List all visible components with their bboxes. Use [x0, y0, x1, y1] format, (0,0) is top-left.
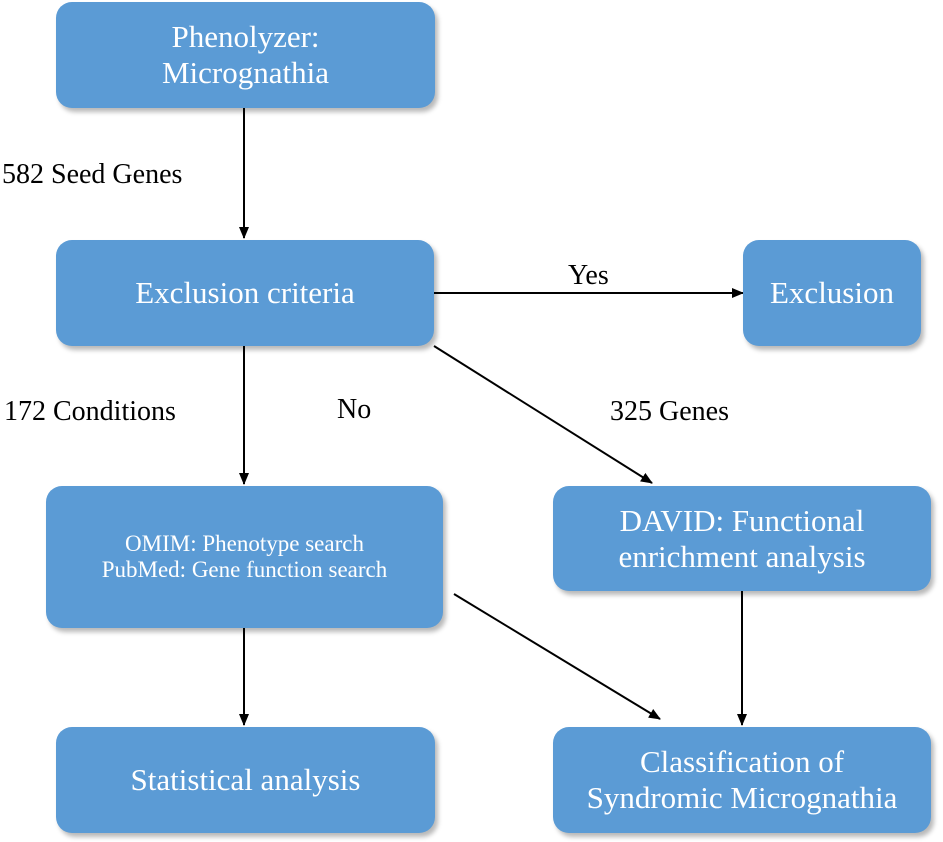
- label-seed-genes: 582 Seed Genes: [2, 159, 183, 190]
- label-conditions: 172 Conditions: [4, 396, 176, 427]
- node-phenolyzer: Phenolyzer: Micrognathia: [56, 2, 435, 108]
- arrow-exclusion-criteria-to-david: [433, 345, 653, 484]
- node-phenolyzer-line-1: Phenolyzer:: [171, 19, 320, 55]
- node-omim-pubmed-line-2: PubMed: Gene function search: [101, 557, 388, 582]
- arrow-omim-to-classification: [453, 593, 661, 720]
- node-statistical-analysis: Statistical analysis: [56, 727, 435, 833]
- node-classification: Classification of Syndromic Micrognathia: [553, 727, 931, 833]
- node-phenolyzer-line-2: Micrognathia: [161, 55, 329, 90]
- node-exclusion-criteria-line-1: Exclusion criteria: [135, 275, 355, 311]
- label-genes: 325 Genes: [610, 396, 729, 427]
- label-no: No: [337, 394, 372, 425]
- node-exclusion-criteria: Exclusion criteria: [56, 240, 434, 346]
- node-david: DAVID: Functional enrichment analysis: [553, 486, 931, 591]
- label-yes: Yes: [568, 260, 609, 291]
- node-classification-line-2: Syndromic Micrognathia: [586, 780, 898, 815]
- node-omim-pubmed-line-1: OMIM: Phenotype search: [125, 530, 364, 556]
- node-omim-pubmed: OMIM: Phenotype search PubMed: Gene func…: [46, 486, 443, 628]
- node-david-line-1: DAVID: Functional: [619, 502, 865, 538]
- node-exclusion: Exclusion: [743, 240, 921, 346]
- node-david-line-2: enrichment analysis: [618, 538, 866, 574]
- node-classification-line-1: Classification of: [639, 744, 845, 780]
- node-statistical-analysis-line-1: Statistical analysis: [130, 762, 361, 798]
- node-exclusion-line-1: Exclusion: [770, 275, 894, 311]
